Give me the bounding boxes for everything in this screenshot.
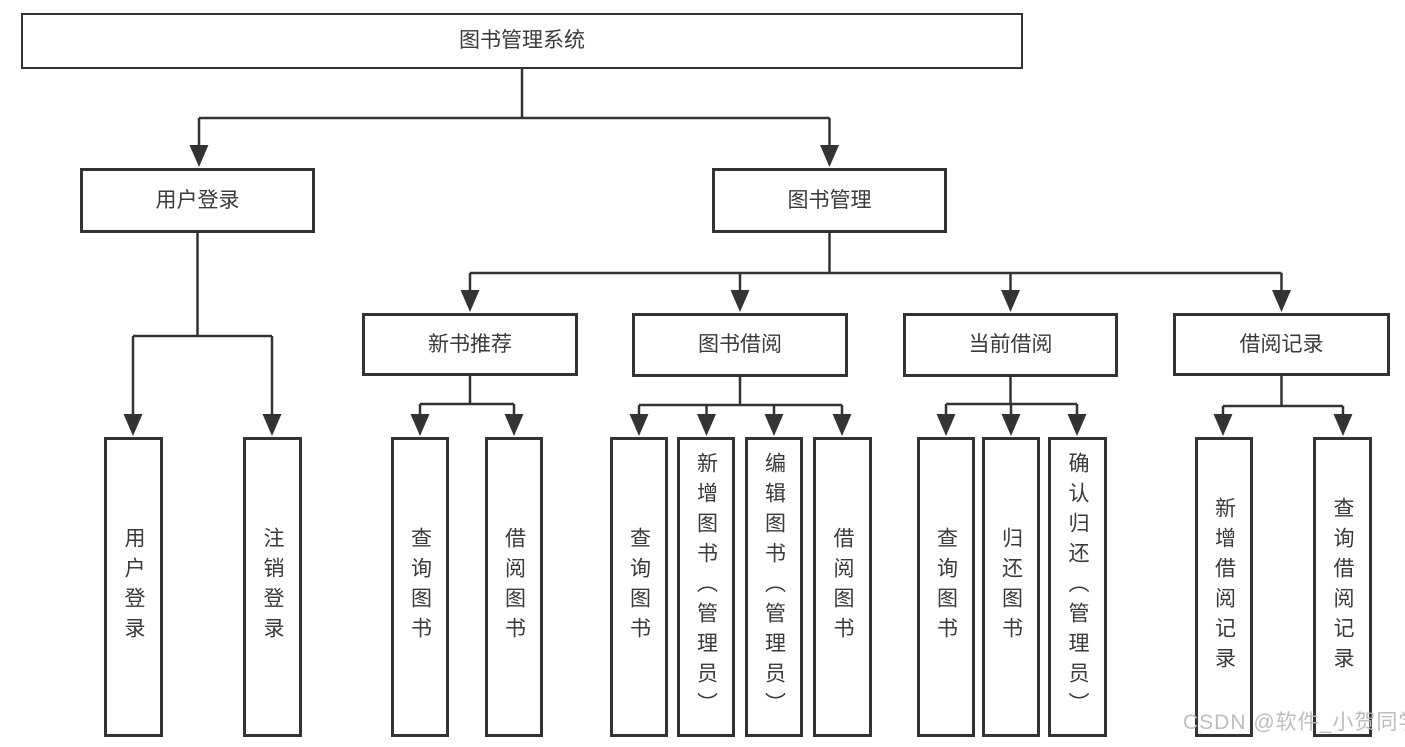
node-query-books-recommend: 查询图书 — [391, 437, 449, 737]
node-label: 新书推荐 — [428, 332, 512, 356]
arrowhead-icon — [1067, 414, 1087, 436]
node-label: 查询图书 — [627, 527, 651, 647]
node-borrow-books: 借阅图书 — [813, 437, 872, 737]
node-add-books-admin: 新增图书（管理员） — [677, 437, 735, 737]
node-book-borrowing: 图书借阅 — [632, 313, 848, 377]
node-label: 查询图书 — [408, 527, 432, 647]
arrowhead-icon — [730, 290, 750, 312]
arrowhead-icon — [697, 414, 716, 436]
arrowhead-icon — [460, 290, 480, 312]
node-library-system: 图书管理系统 — [21, 13, 1023, 69]
node-book-management: 图书管理 — [712, 168, 947, 233]
node-confirm-return-admin: 确认归还（管理员） — [1048, 437, 1107, 737]
node-query-books-borrow: 查询图书 — [610, 437, 668, 737]
node-label: 借阅图书 — [831, 527, 854, 647]
arrowhead-icon — [936, 414, 956, 436]
node-label: 借阅记录 — [1239, 332, 1324, 356]
node-borrowing-records: 借阅记录 — [1173, 313, 1390, 376]
csdn-watermark: CSDN @软件_小贺同学 — [1183, 711, 1405, 734]
connector-book-management-to-level3 — [468, 233, 1283, 291]
node-edit-books-admin: 编辑图书（管理员） — [745, 437, 803, 737]
node-query-books-current: 查询图书 — [917, 437, 975, 737]
arrowhead-icon — [832, 414, 852, 436]
node-label: 用户登录 — [122, 527, 145, 647]
arrowhead-icon — [189, 145, 209, 167]
arrowheads — [123, 145, 1353, 436]
arrowhead-icon — [410, 414, 430, 436]
connector-current-borrow-to-children — [944, 377, 1079, 415]
node-label: 编辑图书（管理员） — [762, 452, 786, 722]
arrowhead-icon — [123, 414, 143, 436]
node-return-books: 归还图书 — [982, 437, 1040, 737]
node-new-book-recommend: 新书推荐 — [362, 313, 578, 376]
arrowhead-icon — [1213, 414, 1233, 436]
node-label: 注销登录 — [261, 527, 284, 647]
arrowhead-icon — [262, 414, 282, 436]
node-current-borrowing: 当前借阅 — [903, 313, 1118, 377]
node-logout-action: 注销登录 — [243, 437, 302, 737]
node-label: 确认归还（管理员） — [1066, 452, 1089, 722]
arrowhead-icon — [1333, 414, 1353, 436]
arrowhead-icon — [1001, 290, 1020, 312]
arrowhead-icon — [504, 414, 524, 436]
node-label: 用户登录 — [155, 188, 240, 212]
connector-user-login-to-children — [131, 233, 274, 415]
connector-borrow-records-to-children — [1221, 376, 1345, 415]
connector-new-books-to-children — [418, 376, 516, 415]
node-label: 图书管理系统 — [459, 29, 585, 53]
node-borrow-books-recommend: 借阅图书 — [485, 437, 543, 737]
arrowhead-icon — [629, 414, 649, 436]
node-label: 借阅图书 — [502, 527, 526, 647]
node-label: 新增借阅记录 — [1212, 497, 1236, 677]
node-add-borrow-record: 新增借阅记录 — [1195, 437, 1253, 737]
node-label: 当前借阅 — [968, 333, 1053, 357]
node-label: 查询图书 — [934, 527, 958, 647]
arrowhead-icon — [1001, 414, 1021, 436]
node-label: 图书管理 — [787, 188, 872, 212]
arrowhead-icon — [820, 145, 839, 167]
node-query-borrow-record: 查询借阅记录 — [1313, 437, 1372, 737]
connector-book-borrow-to-children — [637, 377, 844, 415]
connector-root-to-level2 — [197, 69, 831, 147]
arrowhead-icon — [764, 414, 784, 436]
node-user-login-action: 用户登录 — [104, 437, 163, 737]
node-user-login: 用户登录 — [80, 168, 315, 233]
node-label: 图书借阅 — [698, 333, 782, 357]
node-label: 归还图书 — [999, 527, 1023, 647]
arrowhead-icon — [1272, 290, 1291, 312]
node-label: 新增图书（管理员） — [694, 452, 718, 722]
node-label: 查询借阅记录 — [1331, 497, 1354, 677]
